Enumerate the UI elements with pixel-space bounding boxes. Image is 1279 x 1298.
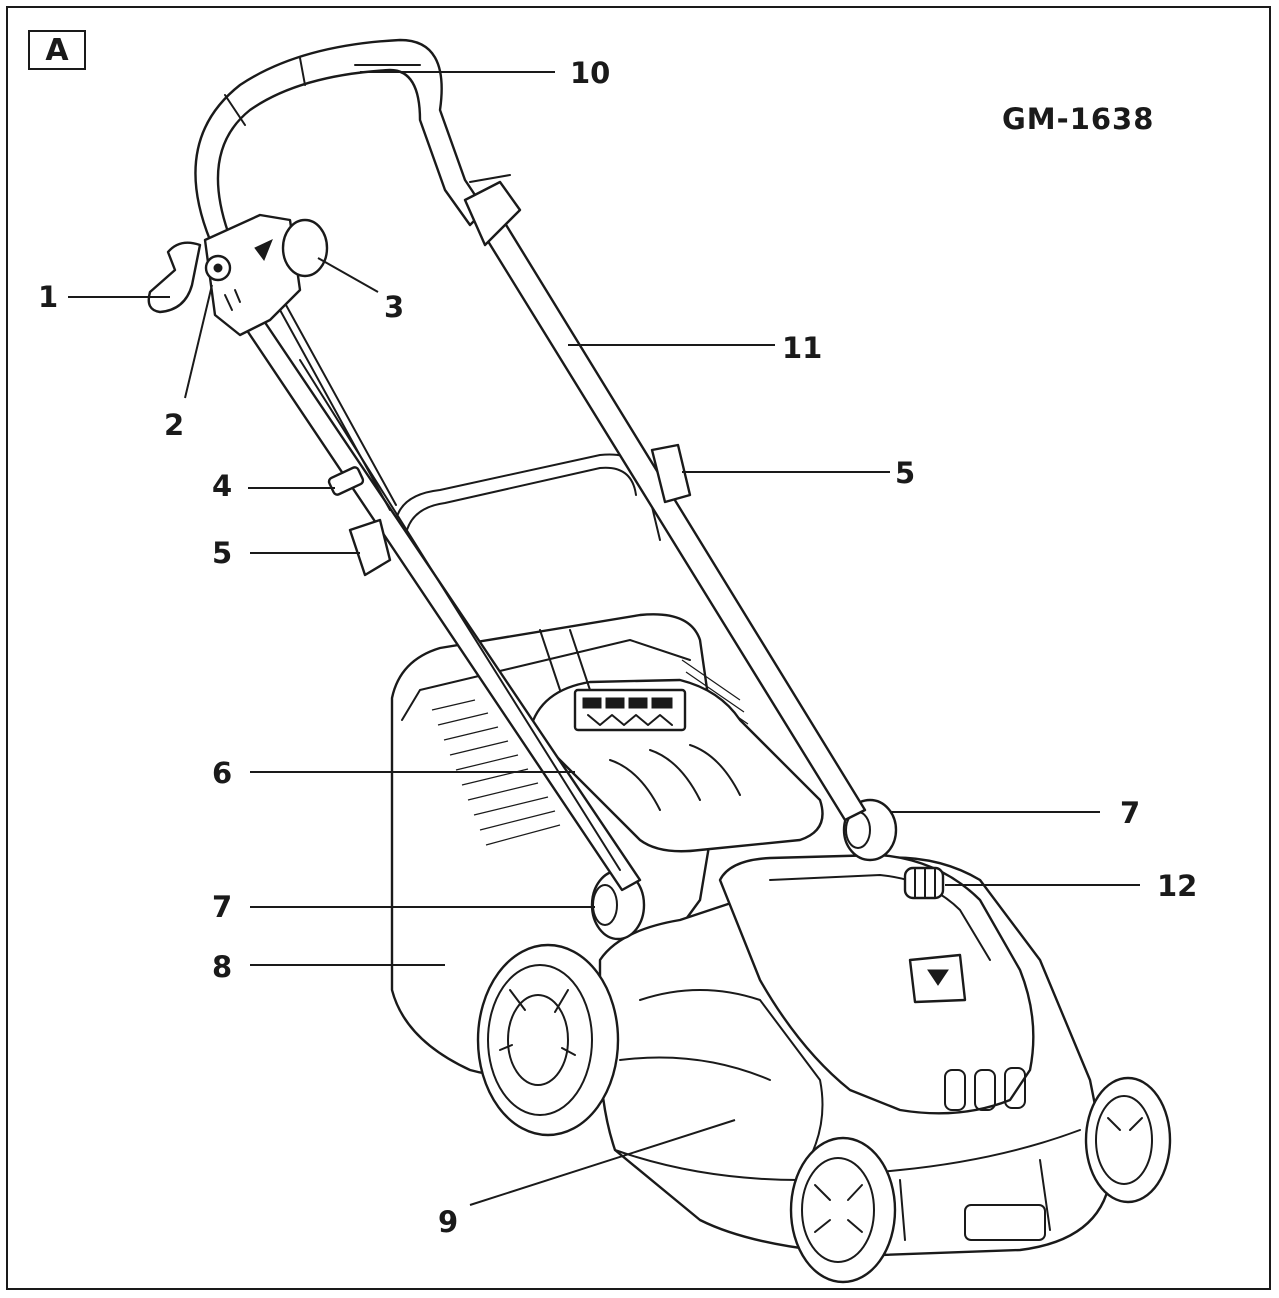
rear-wheel-left <box>476 943 620 1137</box>
height-adjust-knob <box>903 866 945 900</box>
cooling-slots <box>944 1067 1026 1111</box>
model-label: GM-1638 <box>1002 102 1155 136</box>
callout-numbers: 1 2 3 4 5 5 6 7 7 8 9 10 11 12 <box>38 56 1197 1239</box>
lower-handle-frame <box>394 453 661 541</box>
cable-clip-5-right <box>650 443 692 504</box>
cable-clip-5-left <box>348 518 392 577</box>
front-wheel-right <box>1084 1076 1172 1204</box>
cable <box>279 304 397 511</box>
top-handle-loop <box>194 38 487 242</box>
leader-lines <box>68 71 1140 1206</box>
callout-1: 1 <box>38 280 58 314</box>
cable-clip-upper <box>463 174 522 247</box>
switch-lever <box>147 241 202 314</box>
callout-10: 10 <box>570 56 610 90</box>
switch-box <box>203 213 329 337</box>
callout-6: 6 <box>212 756 232 790</box>
callout-9: 9 <box>438 1205 458 1239</box>
callout-7-left: 7 <box>212 890 232 924</box>
callout-5-right: 5 <box>895 456 915 490</box>
callout-12: 12 <box>1157 869 1197 903</box>
front-wheel-left <box>789 1136 897 1284</box>
figure-frame <box>6 6 1271 1290</box>
callout-8: 8 <box>212 950 232 984</box>
callout-11: 11 <box>782 331 822 365</box>
battery-lid <box>528 629 824 853</box>
bag-vents <box>431 699 561 846</box>
callout-7-right: 7 <box>1120 796 1140 830</box>
callout-4: 4 <box>212 469 232 503</box>
callout-2: 2 <box>164 408 184 442</box>
callout-3: 3 <box>384 290 404 324</box>
figure-label: A <box>28 30 86 70</box>
callout-5-left: 5 <box>212 536 232 570</box>
